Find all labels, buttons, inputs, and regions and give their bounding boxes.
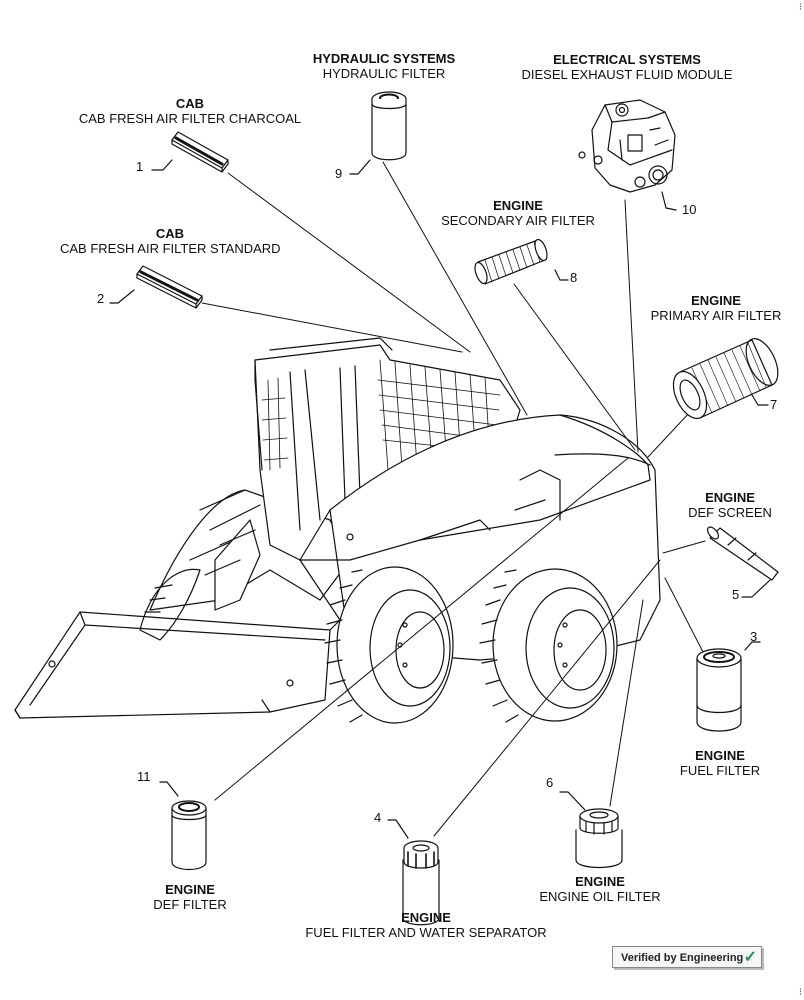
label-part-8: ENGINE SECONDARY AIR FILTER bbox=[430, 198, 606, 228]
callout-number-11: 11 bbox=[137, 769, 151, 784]
callout-number-6: 6 bbox=[546, 775, 554, 790]
callout-number-9: 9 bbox=[335, 166, 343, 181]
callout-number-7: 7 bbox=[770, 397, 778, 412]
part-2-standard-cab-filter bbox=[109, 265, 203, 309]
part-10-def-module bbox=[578, 99, 677, 211]
label-part-name: CAB FRESH AIR FILTER STANDARD bbox=[60, 241, 281, 256]
checkmark-icon: ✓ bbox=[743, 949, 757, 966]
part-6-engine-oil-filter bbox=[559, 791, 623, 869]
part-4-fuel-water-separator bbox=[387, 819, 440, 926]
label-category: ENGINE bbox=[695, 748, 745, 763]
leader-lines bbox=[201, 161, 706, 837]
part-1-charcoal-cab-filter bbox=[151, 131, 229, 173]
label-part-name: ENGINE OIL FILTER bbox=[539, 889, 661, 904]
label-part-6: ENGINE ENGINE OIL FILTER bbox=[530, 874, 670, 904]
callout-number-2: 2 bbox=[97, 291, 105, 306]
label-category: ENGINE bbox=[165, 882, 215, 897]
label-part-4: ENGINE FUEL FILTER AND WATER SEPARATOR bbox=[290, 910, 562, 940]
label-part-name: DIESEL EXHAUST FLUID MODULE bbox=[521, 67, 733, 82]
label-part-name: FUEL FILTER bbox=[679, 763, 761, 778]
label-part-9: HYDRAULIC SYSTEMS HYDRAULIC FILTER bbox=[300, 51, 468, 81]
callout-number-8: 8 bbox=[570, 270, 578, 285]
label-part-name: CAB FRESH AIR FILTER CHARCOAL bbox=[78, 111, 302, 126]
label-part-name: FUEL FILTER AND WATER SEPARATOR bbox=[305, 925, 547, 940]
label-part-name: DEF SCREEN bbox=[688, 505, 772, 520]
label-category: ENGINE bbox=[691, 293, 741, 308]
part-11-def-filter bbox=[159, 781, 207, 871]
label-category: HYDRAULIC SYSTEMS bbox=[312, 51, 456, 66]
label-category: ENGINE bbox=[401, 910, 451, 925]
callout-number-4: 4 bbox=[374, 810, 382, 825]
label-category: ENGINE bbox=[493, 198, 543, 213]
label-part-1: CAB CAB FRESH AIR FILTER CHARCOAL bbox=[70, 96, 310, 126]
callout-number-10: 10 bbox=[682, 202, 697, 217]
loader-bucket bbox=[14, 611, 331, 719]
corner-mark-bottom: ⁝ bbox=[798, 987, 802, 998]
label-part-3: ENGINE FUEL FILTER bbox=[670, 748, 770, 778]
label-category: CAB bbox=[155, 226, 185, 241]
front-wheel bbox=[324, 566, 454, 724]
part-8-secondary-air-filter bbox=[474, 238, 569, 285]
label-category: ELECTRICAL SYSTEMS bbox=[553, 52, 701, 67]
verified-badge: Verified by Engineering ✓ bbox=[612, 946, 762, 968]
part-3-fuel-filter bbox=[696, 641, 761, 732]
skid-steer-loader bbox=[14, 337, 661, 724]
callout-number-5: 5 bbox=[732, 587, 740, 602]
label-category: ENGINE bbox=[705, 490, 755, 505]
label-part-5: ENGINE DEF SCREEN bbox=[680, 490, 780, 520]
label-category: ENGINE bbox=[575, 874, 625, 889]
part-5-def-screen bbox=[706, 526, 779, 598]
label-part-name: DEF FILTER bbox=[153, 897, 227, 912]
label-part-2: CAB CAB FRESH AIR FILTER STANDARD bbox=[60, 226, 281, 256]
label-part-name: HYDRAULIC FILTER bbox=[322, 66, 446, 81]
rear-wheel bbox=[479, 568, 618, 723]
part-7-primary-air-filter bbox=[672, 338, 779, 420]
label-part-10: ELECTRICAL SYSTEMS DIESEL EXHAUST FLUID … bbox=[505, 52, 749, 82]
label-category: CAB bbox=[175, 96, 205, 111]
corner-mark-top: ⁝ bbox=[798, 2, 802, 13]
callout-number-1: 1 bbox=[136, 159, 144, 174]
callout-number-3: 3 bbox=[750, 629, 758, 644]
label-part-7: ENGINE PRIMARY AIR FILTER bbox=[642, 293, 790, 323]
label-part-11: ENGINE DEF FILTER bbox=[140, 882, 240, 912]
verified-badge-text: Verified by Engineering bbox=[621, 952, 744, 964]
label-part-name: PRIMARY AIR FILTER bbox=[650, 308, 782, 323]
label-part-name: SECONDARY AIR FILTER bbox=[441, 213, 595, 228]
part-9-hydraulic-filter bbox=[349, 91, 407, 175]
